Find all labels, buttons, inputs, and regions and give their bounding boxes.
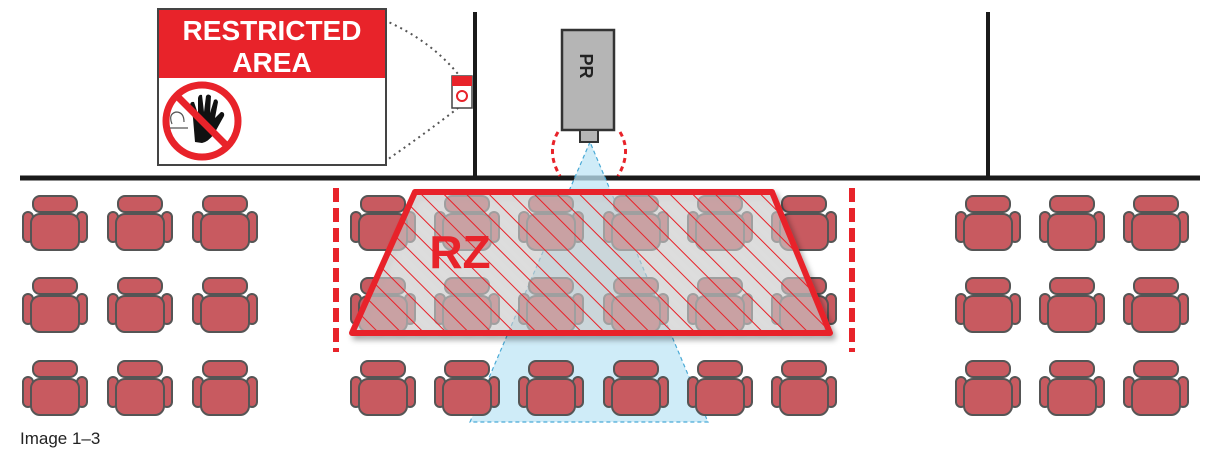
sign-line-1: RESTRICTED <box>183 15 362 46</box>
seat-r3-c7 <box>603 360 669 416</box>
sign-line-2: AREA <box>232 47 311 78</box>
seat-r2-c3 <box>192 277 258 333</box>
seat-r3-c1 <box>22 360 88 416</box>
restricted-area-sign: RESTRICTED AREA <box>157 8 387 166</box>
seat-r1-c2 <box>107 195 173 251</box>
seat-r1-c1 <box>22 195 88 251</box>
sign-callout-bottom <box>383 107 459 163</box>
image-caption: Image 1–3 <box>20 429 100 448</box>
seat-r3-c5 <box>434 360 500 416</box>
no-touching-icon <box>162 81 242 161</box>
projector-label: PR <box>576 53 596 78</box>
seat-r1-c11 <box>1039 195 1105 251</box>
seat-r1-c10 <box>955 195 1021 251</box>
seat-r2-c10 <box>955 277 1021 333</box>
seat-r3-c11 <box>1039 360 1105 416</box>
sign-callout-top <box>383 19 459 75</box>
seat-r2-c12 <box>1123 277 1189 333</box>
projector: PR <box>560 28 616 143</box>
seat-r2-c11 <box>1039 277 1105 333</box>
seat-r3-c9 <box>771 360 837 416</box>
seat-r3-c2 <box>107 360 173 416</box>
zone-label: RZ <box>429 226 490 278</box>
seat-r1-c3 <box>192 195 258 251</box>
seat-r2-c1 <box>22 277 88 333</box>
seat-r3-c3 <box>192 360 258 416</box>
seat-r3-c6 <box>518 360 584 416</box>
restricted-zone <box>349 189 833 336</box>
seat-r1-c12 <box>1123 195 1189 251</box>
seat-r3-c4 <box>350 360 416 416</box>
seat-r3-c10 <box>955 360 1021 416</box>
projector-clearance-zone <box>551 131 627 177</box>
seat-r3-c8 <box>687 360 753 416</box>
seat-r2-c2 <box>107 277 173 333</box>
seat-r3-c12 <box>1123 360 1189 416</box>
door-sign-small <box>451 75 473 109</box>
